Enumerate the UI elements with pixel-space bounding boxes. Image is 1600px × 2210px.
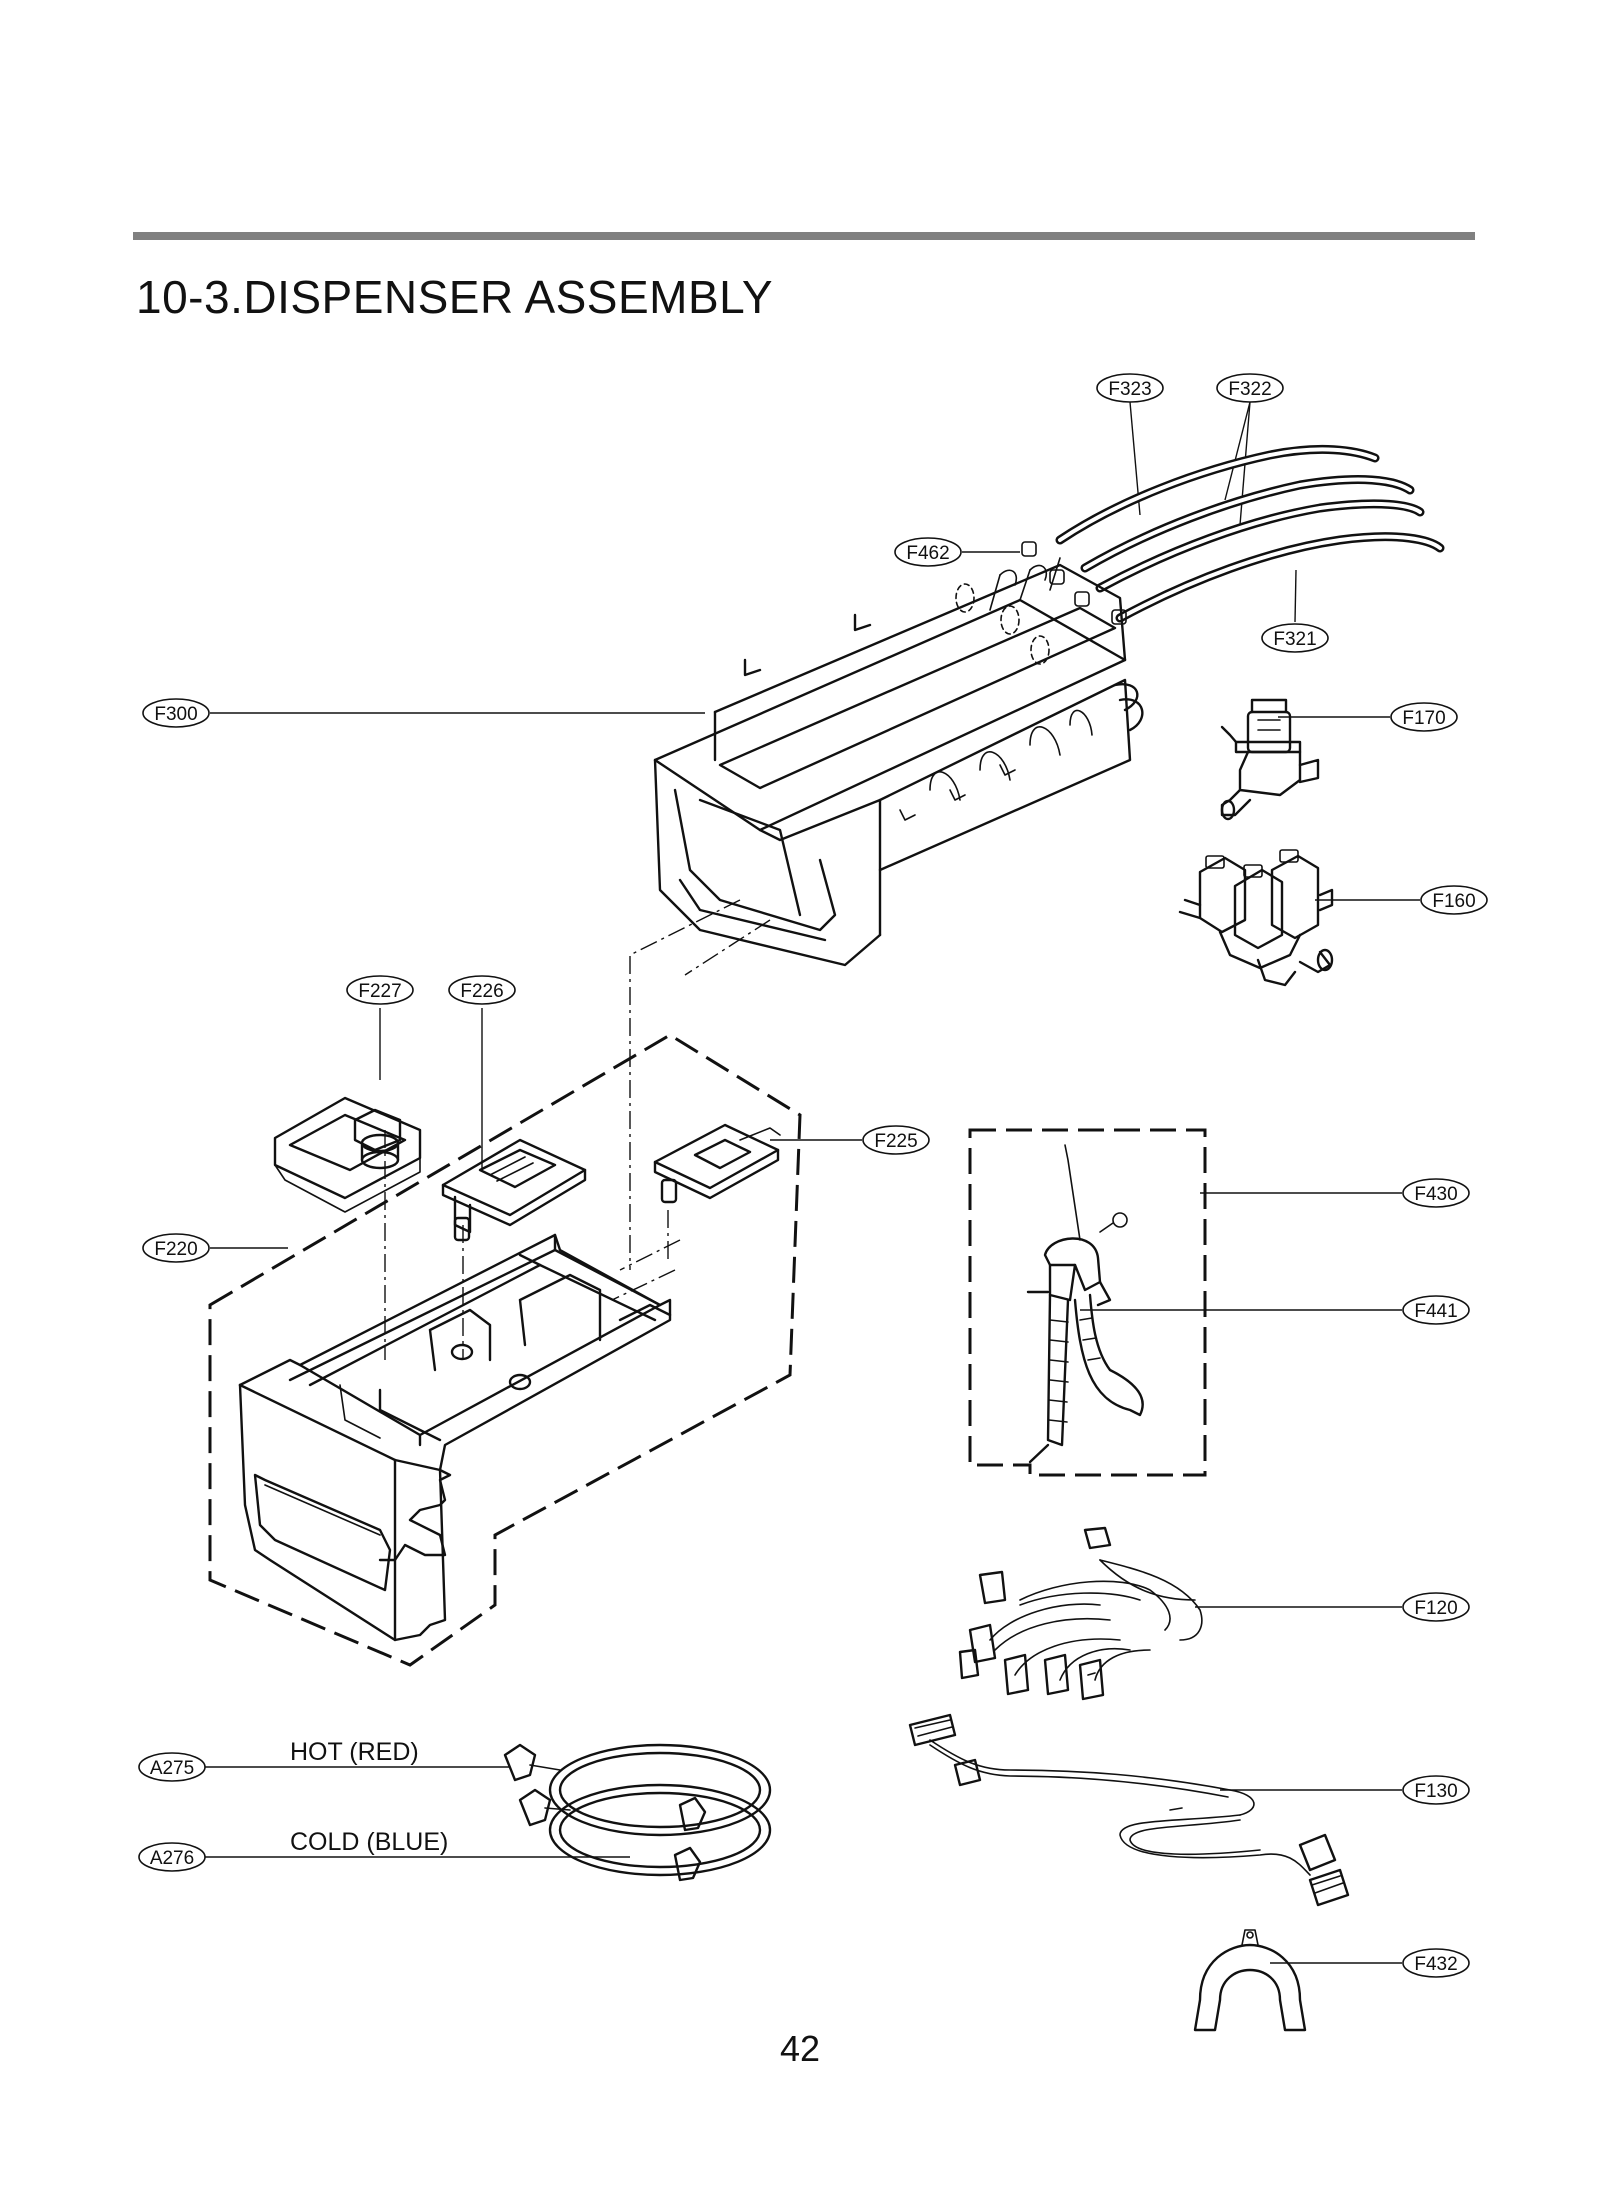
callout-f322: F322 [1216,373,1284,403]
callout-f300: F300 [142,698,210,728]
callout-a275: A275 [138,1752,206,1782]
callout-f120: F120 [1402,1592,1470,1622]
svg-text:F226: F226 [460,981,503,1002]
siphon-cap [273,1096,422,1213]
svg-text:F160: F160 [1432,891,1475,912]
svg-text:F432: F432 [1414,1954,1457,1975]
callout-f170: F170 [1390,702,1458,732]
callout-f321: F321 [1261,623,1329,653]
cold-caption: COLD (BLUE) [290,1828,448,1856]
svg-text:F170: F170 [1402,708,1445,729]
svg-text:A275: A275 [150,1758,194,1779]
main-wire-harness [958,1526,1203,1701]
callout-f462: F462 [894,537,962,567]
svg-text:F220: F220 [154,1239,197,1260]
callout-f220: F220 [142,1233,210,1263]
callout-f323: F323 [1096,373,1164,403]
svg-text:F430: F430 [1414,1184,1457,1205]
page-title: 10-3.DISPENSER ASSEMBLY [136,271,774,323]
bleach-insert [653,1123,781,1204]
svg-text:F225: F225 [874,1131,917,1152]
hose-clamps [955,541,1127,665]
svg-text:F321: F321 [1273,629,1316,650]
hot-caption: HOT (RED) [290,1738,419,1766]
svg-text:F300: F300 [154,704,197,725]
detergent-drawer [238,1233,672,1642]
svg-text:F462: F462 [906,543,949,564]
drain-assembly-boundary [968,1128,1207,1477]
svg-text:F227: F227 [358,981,401,1002]
triple-water-valve [1178,849,1334,987]
single-water-valve [1220,698,1320,821]
callout-f227: F227 [346,975,414,1005]
page-number: 42 [779,2028,821,2069]
svg-text:A276: A276 [150,1848,194,1869]
svg-text:F323: F323 [1108,379,1151,400]
callout-f160: F160 [1420,885,1488,915]
callout-f226: F226 [448,975,516,1005]
leader-lines [205,401,1420,1964]
callout-f130: F130 [1402,1775,1470,1805]
sub-wire-harness [908,1713,1350,1907]
callout-f432: F432 [1402,1948,1470,1978]
callout-f430: F430 [1402,1178,1470,1208]
svg-text:F130: F130 [1414,1781,1457,1802]
hose-guide-clip [1193,1929,1307,2032]
inlet-water-hoses [503,1743,772,1882]
header-rule [133,232,1475,240]
svg-text:F441: F441 [1414,1301,1457,1322]
svg-text:F322: F322 [1228,379,1271,400]
softener-insert [441,1138,587,1242]
callout-f441: F441 [1402,1295,1470,1325]
svg-text:F120: F120 [1414,1598,1457,1619]
callout-a276: A276 [138,1842,206,1872]
drawer-assembly-boundary [208,1033,802,1667]
callout-f225: F225 [862,1125,930,1155]
vent-tube [1026,1144,1144,1464]
inlet-hoses [1055,444,1445,623]
dispenser-housing [653,557,1144,967]
